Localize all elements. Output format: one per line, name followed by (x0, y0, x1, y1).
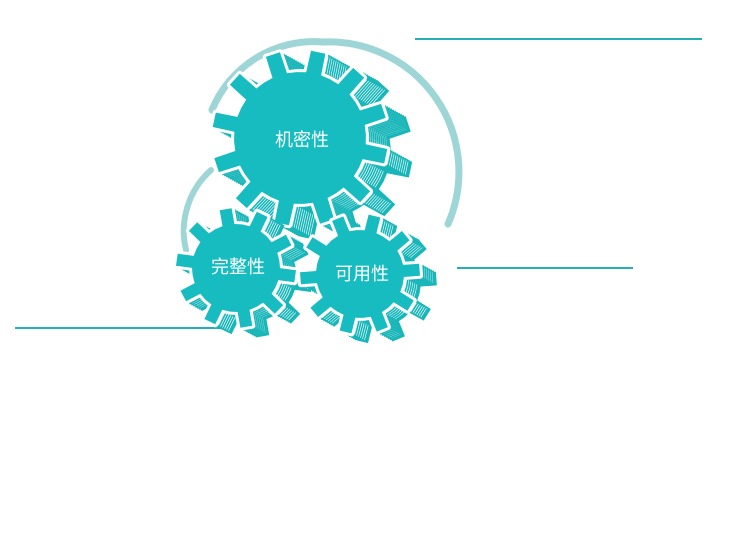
availability-label: 可用性 (335, 264, 389, 285)
gear-face (212, 50, 388, 226)
gear-face (300, 214, 420, 334)
top-curved-arrow (208, 38, 463, 228)
confidentiality-label: 机密性 (275, 130, 329, 151)
integrity-label: 完整性 (211, 257, 265, 278)
gear-confidentiality (209, 47, 413, 240)
gear-integrity (173, 205, 313, 338)
gear-availability (297, 211, 437, 344)
left-curved-arrow (180, 167, 214, 253)
gear-face (176, 208, 296, 328)
